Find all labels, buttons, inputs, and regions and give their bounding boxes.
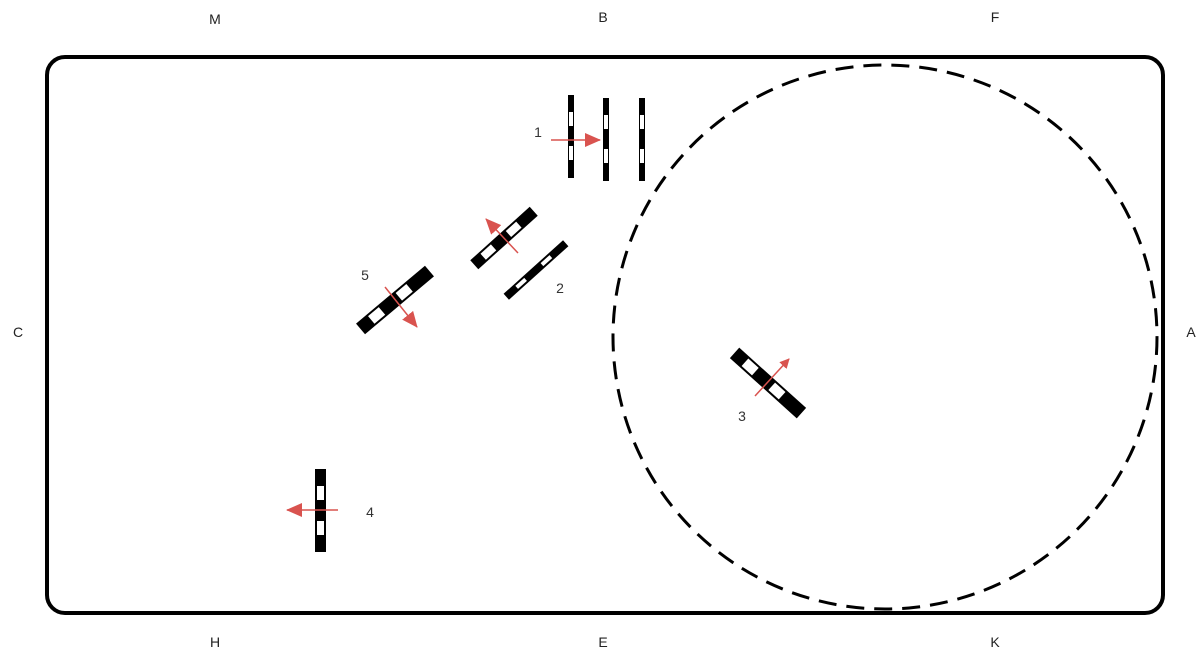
- obstacle-label: 1: [534, 124, 542, 140]
- obstacle-2: 2: [470, 206, 569, 300]
- obstacle-label: 2: [556, 280, 564, 296]
- obstacle-3: 3: [729, 347, 807, 424]
- obstacle-label: 3: [738, 408, 746, 424]
- direction-arrow: [485, 218, 519, 254]
- letter-b: B: [598, 9, 607, 25]
- pole: [639, 98, 645, 181]
- obstacle-label: 4: [366, 504, 374, 520]
- arena-border: [45, 55, 1165, 615]
- letter-a: A: [1186, 324, 1196, 340]
- direction-arrow: [754, 358, 790, 397]
- obstacle-label: 5: [361, 267, 369, 283]
- letter-h: H: [210, 634, 220, 650]
- direction-arrow: [384, 286, 418, 328]
- letter-f: F: [991, 9, 1000, 25]
- letter-c: C: [13, 324, 23, 340]
- obstacle-1: 1: [534, 95, 645, 181]
- dashed-circle: [611, 63, 1159, 611]
- letter-e: E: [598, 634, 607, 650]
- obstacle-4: 4: [286, 469, 374, 552]
- obstacle-5: 5: [356, 265, 434, 335]
- pole: [603, 98, 609, 181]
- pole: [568, 95, 574, 178]
- pole: [729, 347, 807, 419]
- letter-k: K: [990, 634, 1000, 650]
- pole: [503, 240, 569, 300]
- letter-m: M: [209, 11, 221, 27]
